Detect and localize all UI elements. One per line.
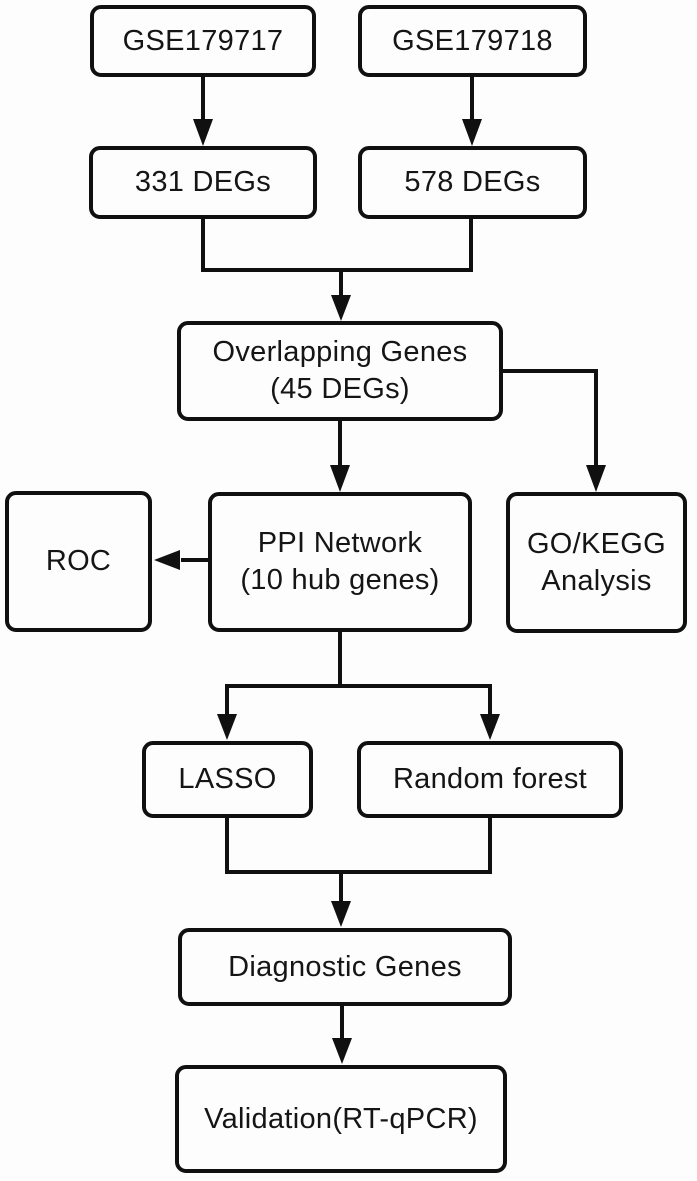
arrow-degs-merge-to-overlapping bbox=[201, 219, 473, 321]
arrow-ppi-split-to-lasso-and-randomforest bbox=[217, 632, 500, 740]
node-diagnostic-genes: Diagnostic Genes bbox=[178, 928, 512, 1006]
arrow-diagnostic-to-validation bbox=[332, 1006, 352, 1064]
node-random-forest: Random forest bbox=[357, 741, 623, 818]
node-578-degs: 578 DEGs bbox=[358, 146, 587, 219]
node-label: Analysis bbox=[541, 564, 652, 597]
node-overlapping-genes: Overlapping Genes (45 DEGs) bbox=[177, 321, 503, 421]
node-roc: ROC bbox=[5, 491, 152, 632]
node-label: Diagnostic Genes bbox=[228, 950, 462, 983]
node-331-degs: 331 DEGs bbox=[89, 146, 317, 219]
node-go-kegg-analysis: GO/KEGG Analysis bbox=[506, 492, 687, 633]
node-label: ROC bbox=[45, 545, 112, 577]
arrow-gse179718-to-578degs bbox=[462, 77, 482, 146]
node-label: (10 hub genes) bbox=[240, 564, 440, 596]
node-gse179718: GSE179718 bbox=[358, 5, 587, 77]
node-ppi-network: PPI Network (10 hub genes) bbox=[208, 492, 472, 632]
arrow-ppi-to-roc bbox=[154, 550, 208, 570]
arrow-overlapping-to-ppi bbox=[330, 421, 350, 492]
node-label: GO/KEGG bbox=[526, 527, 667, 560]
node-label: Validation(RT-qPCR) bbox=[204, 1102, 478, 1135]
node-label: Overlapping Genes bbox=[212, 336, 468, 368]
node-gse179717: GSE179717 bbox=[90, 5, 316, 77]
node-label: GSE179717 bbox=[122, 24, 284, 57]
node-label: LASSO bbox=[178, 763, 277, 795]
node-label: (45 DEGs) bbox=[270, 373, 410, 405]
node-lasso: LASSO bbox=[142, 741, 313, 818]
node-label: Random forest bbox=[392, 763, 588, 795]
node-label: 331 DEGs bbox=[134, 166, 272, 198]
node-label: GSE179718 bbox=[392, 24, 553, 57]
arrow-models-merge-to-diagnostic bbox=[225, 818, 492, 927]
arrow-gse179717-to-331degs bbox=[193, 77, 213, 146]
arrow-overlapping-to-gokegg bbox=[503, 369, 606, 492]
node-label: 578 DEGs bbox=[404, 166, 541, 198]
node-label: PPI Network bbox=[257, 527, 423, 559]
node-validation-rt-qpcr: Validation(RT-qPCR) bbox=[175, 1065, 507, 1173]
